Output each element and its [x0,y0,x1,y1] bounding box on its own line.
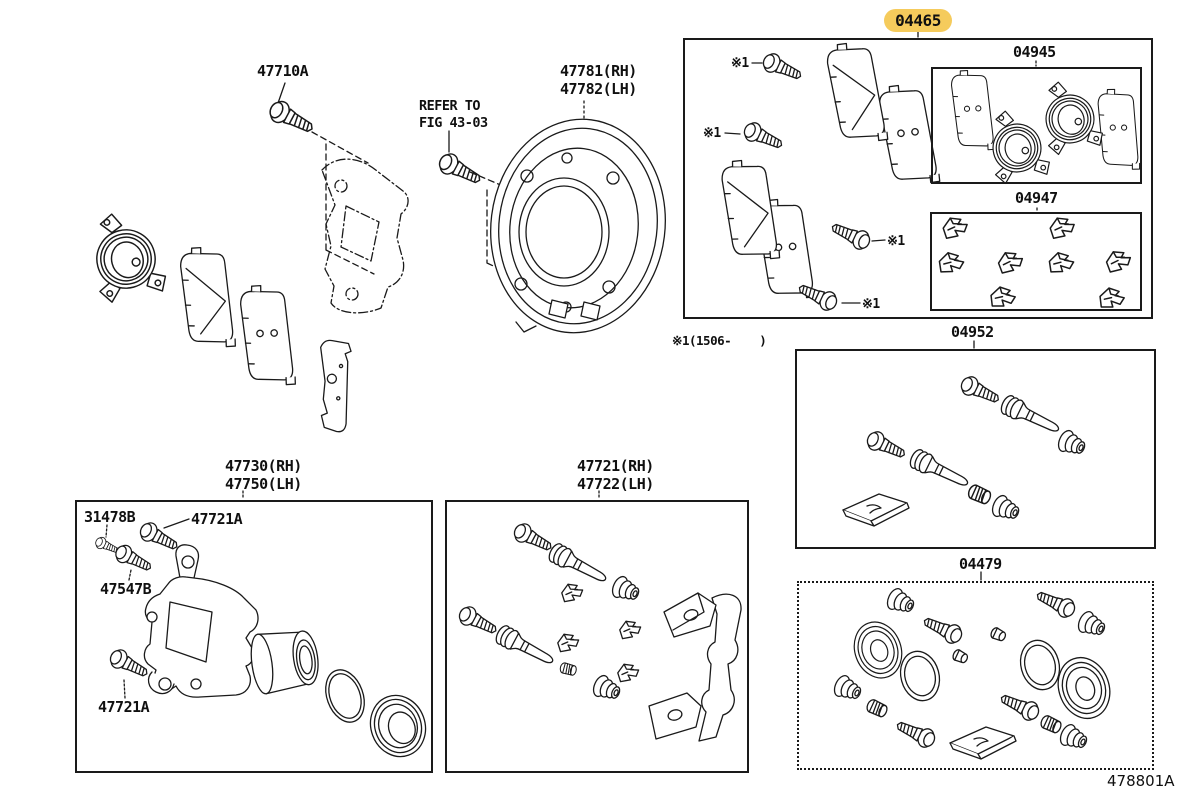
pad-kit-contents-drawing [716,31,944,314]
marker-star1-d: ※1 [862,297,880,312]
pad-kit-callout[interactable]: 04465 [884,9,952,32]
callout-04952[interactable]: 04952 [951,323,994,341]
callout-47721a-bottom[interactable]: 47721A [98,698,150,716]
callout-47721a-top[interactable]: 47721A [191,510,243,528]
mount-bracket-phantom-drawing [321,158,409,314]
refer-note-line2: FIG 43-03 [419,115,488,131]
marker-star1-c: ※1 [887,234,905,249]
cylinder-kit-contents-drawing [830,571,1119,760]
callout-47721-rh[interactable]: 47721(RH) [577,457,654,475]
pin-kit-box-outline [795,349,1156,549]
callout-47710a[interactable]: 47710A [257,62,309,80]
fitting-kit-contents-drawing [937,207,1133,310]
mount-assembly-box-outline [445,500,749,773]
shim-kit-box-outline [931,67,1142,184]
caliper-assembly-box-outline [75,500,433,773]
dust-cover-drawing [490,100,666,334]
pad-kit-box-outline [683,38,1153,319]
callout-47547b[interactable]: 47547B [100,580,152,598]
caliper-assembly-drawing [93,490,427,758]
callout-47782-lh[interactable]: 47782(LH) [560,80,637,98]
fitting-kit-box-outline [930,212,1142,311]
applicability-note: ※1(1506- ) [672,333,767,348]
callout-47750-lh[interactable]: 47750(LH) [225,475,302,493]
figure-code: 478801A [1107,772,1175,790]
refer-note-line1: REFER TO [419,98,481,114]
callout-04945[interactable]: 04945 [1013,43,1056,61]
left-pad-cluster-drawing [80,204,358,434]
caliper-mount-bolt-drawing [265,82,375,275]
callout-47781-rh[interactable]: 47781(RH) [560,62,637,80]
mount-assembly-drawing [455,490,742,742]
cylinder-kit-box-outline [797,581,1154,770]
pin-kit-contents-drawing [842,340,1089,527]
marker-star1-b: ※1 [703,126,721,141]
callout-04947[interactable]: 04947 [1015,189,1058,207]
callout-47730-rh[interactable]: 47730(RH) [225,457,302,475]
marker-star1-a: ※1 [731,56,749,71]
callout-31478b[interactable]: 31478B [84,508,136,526]
callout-47722-lh[interactable]: 47722(LH) [577,475,654,493]
shim-kit-contents-drawing [947,60,1143,188]
callout-04479[interactable]: 04479 [959,555,1002,573]
